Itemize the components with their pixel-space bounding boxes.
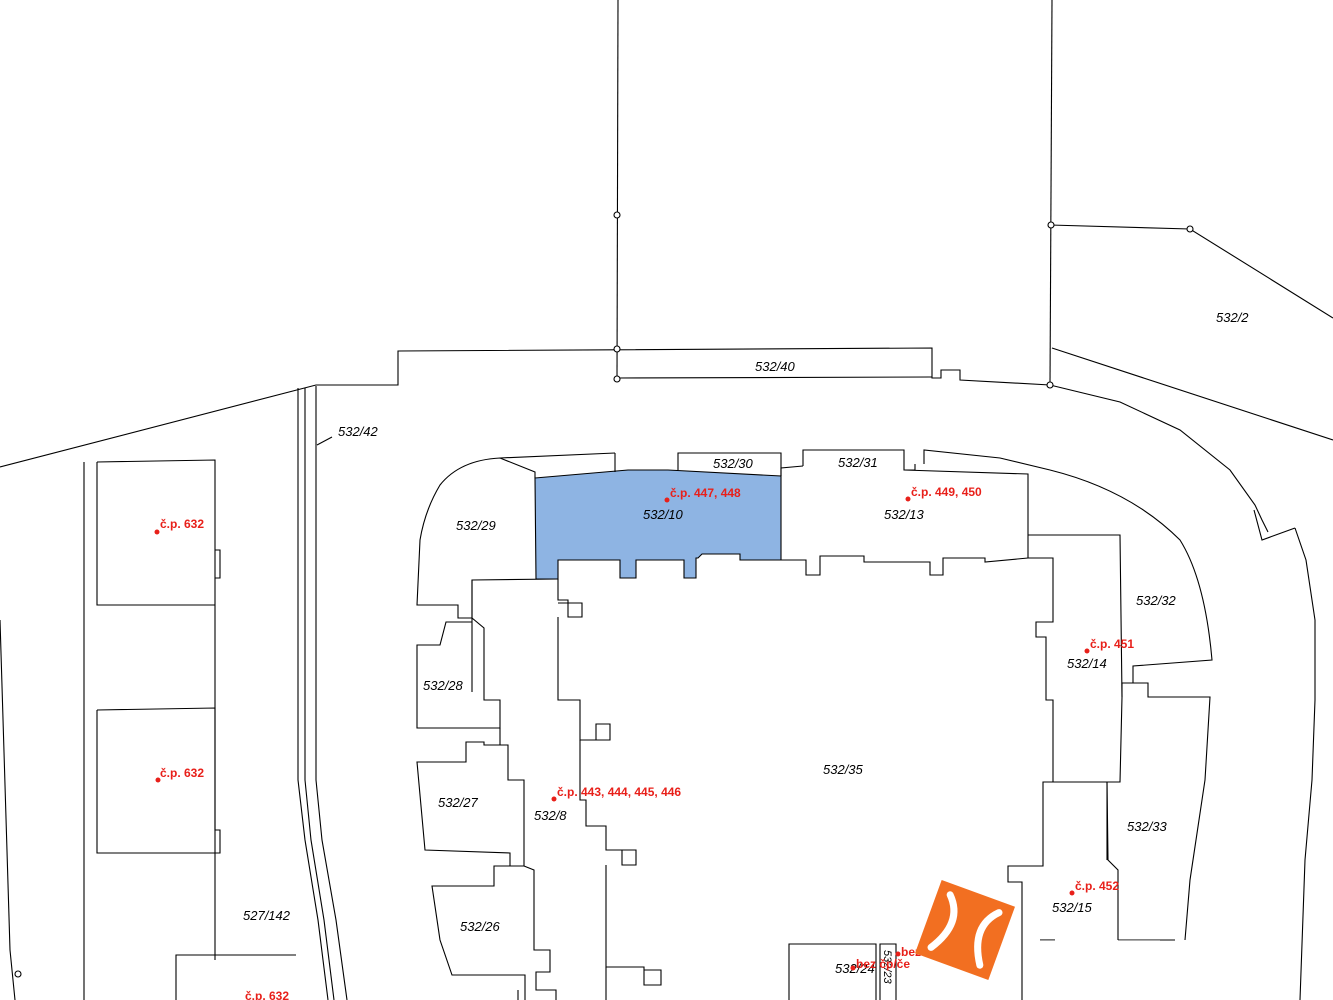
parcel-label: 532/13 bbox=[884, 507, 925, 522]
address-point bbox=[850, 965, 856, 971]
address-label: č.p. 632 bbox=[160, 517, 204, 531]
address-label: č.p. 449, 450 bbox=[911, 485, 982, 499]
address-label: č.p. 447, 448 bbox=[670, 486, 741, 500]
address-point bbox=[664, 497, 670, 503]
parcel-label: 532/40 bbox=[755, 359, 796, 374]
survey-point bbox=[14, 970, 22, 978]
highlighted-parcel-532-10[interactable] bbox=[534, 469, 782, 580]
address-label: č.p. 632 bbox=[245, 989, 289, 1000]
survey-point bbox=[1046, 381, 1054, 389]
parcel-label: 532/23 bbox=[881, 950, 893, 985]
address-label: č.p. 451 bbox=[1090, 637, 1134, 651]
parcel-label: 532/42 bbox=[338, 424, 379, 439]
parcel-labels: 532/2 532/40 532/42 532/30 532/31 532/29… bbox=[243, 310, 1249, 985]
parcel-label: 532/26 bbox=[460, 919, 501, 934]
parcel-label: 532/32 bbox=[1136, 593, 1177, 608]
parcel-label: 532/27 bbox=[438, 795, 479, 810]
address-point bbox=[895, 951, 901, 957]
survey-point bbox=[613, 211, 621, 219]
survey-point bbox=[613, 375, 621, 383]
address-point bbox=[155, 777, 161, 783]
orange-x-logo bbox=[915, 880, 1015, 980]
parcel-label: 532/14 bbox=[1067, 656, 1107, 671]
address-labels: č.p. 632 č.p. 632 č.p. 632 č.p. 447, 448… bbox=[154, 485, 1134, 1000]
survey-point bbox=[1047, 221, 1055, 229]
parcel-label: 532/8 bbox=[534, 808, 567, 823]
address-label: č.p. 632 bbox=[160, 766, 204, 780]
parcel-label: 532/28 bbox=[423, 678, 464, 693]
parcel-label: 532/10 bbox=[643, 507, 684, 522]
address-point bbox=[1084, 648, 1090, 654]
address-point bbox=[1069, 890, 1075, 896]
address-point bbox=[551, 796, 557, 802]
parcel-label: 532/2 bbox=[1216, 310, 1249, 325]
address-point bbox=[154, 529, 160, 535]
watermark bbox=[1030, 940, 1160, 980]
address-label: č.p. 443, 444, 445, 446 bbox=[557, 785, 681, 799]
address-label: č.p. 452 bbox=[1075, 879, 1119, 893]
survey-point bbox=[1186, 225, 1194, 233]
parcel-label: 532/15 bbox=[1052, 900, 1093, 915]
parcel-label: 532/30 bbox=[713, 456, 754, 471]
parcel-label: 532/29 bbox=[456, 518, 496, 533]
address-point bbox=[905, 496, 911, 502]
address-label: bez čp/če bbox=[856, 957, 910, 971]
parcel-label: 532/33 bbox=[1127, 819, 1168, 834]
survey-point bbox=[613, 345, 621, 353]
parcel-label: 532/31 bbox=[838, 455, 878, 470]
parcel-label: 527/142 bbox=[243, 908, 291, 923]
survey-points bbox=[14, 211, 1194, 978]
parcel-label: 532/35 bbox=[823, 762, 864, 777]
